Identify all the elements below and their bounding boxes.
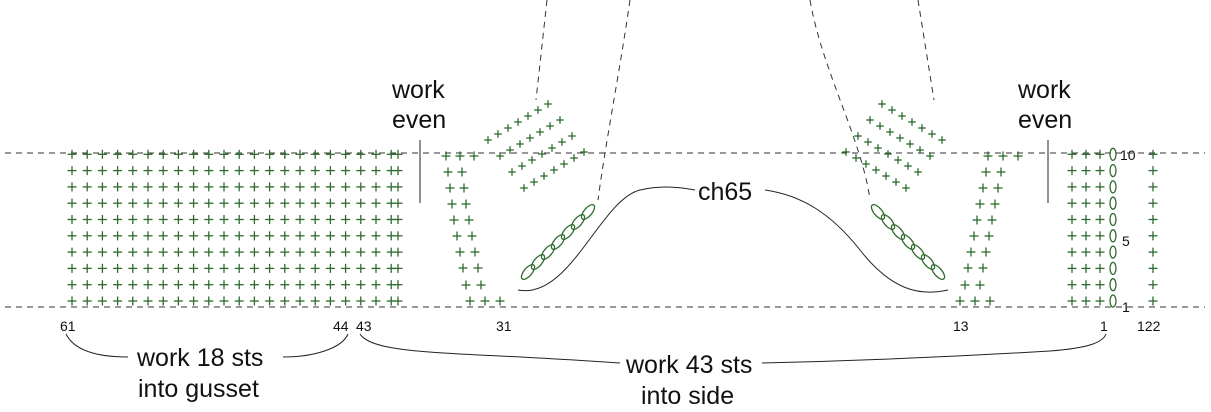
ch65-curve-right (764, 189, 949, 293)
chain-icon (520, 263, 536, 281)
chain-icon (1109, 196, 1117, 210)
stitch-number-122: 122 (1137, 318, 1161, 334)
gusset-note-line1: work 18 sts (136, 344, 263, 372)
chain-icon (1109, 212, 1117, 227)
stitch-number-61: 61 (60, 318, 76, 334)
chain-icon (910, 243, 926, 261)
chain-icon (870, 203, 886, 221)
side-note-line1: work 43 sts (625, 351, 752, 379)
chain-icon (880, 213, 896, 231)
gusset-note-line2: into gusset (138, 375, 259, 403)
gusset-bracket-right (282, 333, 349, 358)
side-note-line2: into side (641, 382, 734, 410)
chain-icon (1109, 261, 1117, 276)
chain-icon (1109, 278, 1117, 292)
side-bracket-left (359, 333, 621, 364)
stitch-number-1: 1 (1100, 318, 1108, 334)
right-shape-dash-inner (809, 0, 871, 201)
chain-icon (930, 263, 946, 281)
work-even-right-line2: even (1018, 106, 1072, 134)
chain-icon (1109, 180, 1117, 194)
chain-icon (1109, 147, 1117, 161)
chain-icon (920, 253, 936, 271)
stitch-number-43: 43 (356, 318, 372, 334)
far-edge-stitch-column (1148, 149, 1158, 306)
chain-icon (560, 223, 576, 241)
chain-icon (1109, 245, 1117, 259)
gusset-stitch-grid (67, 149, 396, 306)
side-left-stitch-grid (393, 100, 588, 306)
right-chain-diagonal (870, 203, 946, 281)
ch65-curve-left (517, 186, 696, 292)
chain-icon (530, 253, 546, 271)
ch65-label: ch65 (698, 178, 752, 206)
chain-icon (550, 233, 566, 251)
chain-icon (580, 203, 596, 221)
gusset-bracket-left (65, 333, 129, 358)
chain-icon (1109, 163, 1117, 178)
work-even-left-line1: work (391, 76, 445, 104)
work-even-left-line2: even (392, 106, 446, 134)
chain-icon (570, 213, 586, 231)
chain-icon (900, 233, 916, 251)
left-shape-dash-outer (535, 0, 548, 101)
right-edge-chain-column (1109, 147, 1117, 308)
chain-icon (1109, 229, 1117, 243)
chain-icon (890, 223, 906, 241)
row-number-1: 1 (1122, 299, 1130, 315)
edge-stitch-grid (1067, 149, 1105, 306)
side-right-stitch-grid (842, 100, 1023, 306)
side-bracket-right (761, 333, 1107, 364)
chain-icon (1109, 294, 1117, 308)
row-number-5: 5 (1122, 233, 1130, 249)
stitch-number-31: 31 (496, 318, 512, 334)
right-shape-dash-outer (917, 0, 935, 101)
row-number-10: 10 (1120, 147, 1136, 163)
stitch-number-13: 13 (953, 318, 969, 334)
chain-icon (540, 243, 556, 261)
work-even-right-line1: work (1017, 76, 1071, 104)
left-shape-dash-inner (597, 0, 631, 201)
stitch-number-44: 44 (333, 318, 349, 334)
left-chain-diagonal (520, 203, 596, 281)
